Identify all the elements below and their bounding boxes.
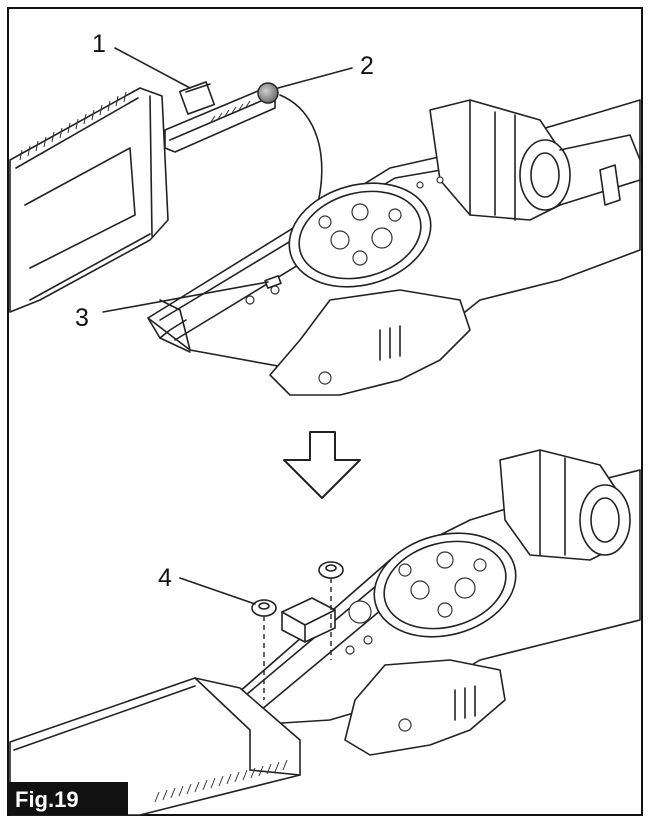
callout-2: 2 xyxy=(360,52,374,80)
tool-body-top xyxy=(147,99,641,396)
figure-border xyxy=(7,7,643,816)
blade-housing-bottom xyxy=(9,677,301,816)
leader-4 xyxy=(179,577,256,605)
leader-3 xyxy=(102,281,269,313)
down-arrow-icon xyxy=(283,431,361,499)
figure-label: Fig.19 xyxy=(15,787,79,812)
leader-2 xyxy=(277,67,353,89)
callout-4: 4 xyxy=(158,564,172,592)
blade-link-assembly xyxy=(164,81,279,153)
blade-housing-top xyxy=(9,87,169,313)
washer-left xyxy=(251,599,277,617)
ball-part-icon xyxy=(257,82,279,104)
top-illustration xyxy=(9,47,641,396)
callout-3: 3 xyxy=(75,304,89,332)
bottom-illustration xyxy=(9,449,641,816)
washer-right xyxy=(318,561,344,579)
tool-body-bottom xyxy=(229,449,641,756)
callout-1: 1 xyxy=(92,30,106,58)
figure-label-box xyxy=(8,782,128,815)
leader-1 xyxy=(114,47,191,89)
